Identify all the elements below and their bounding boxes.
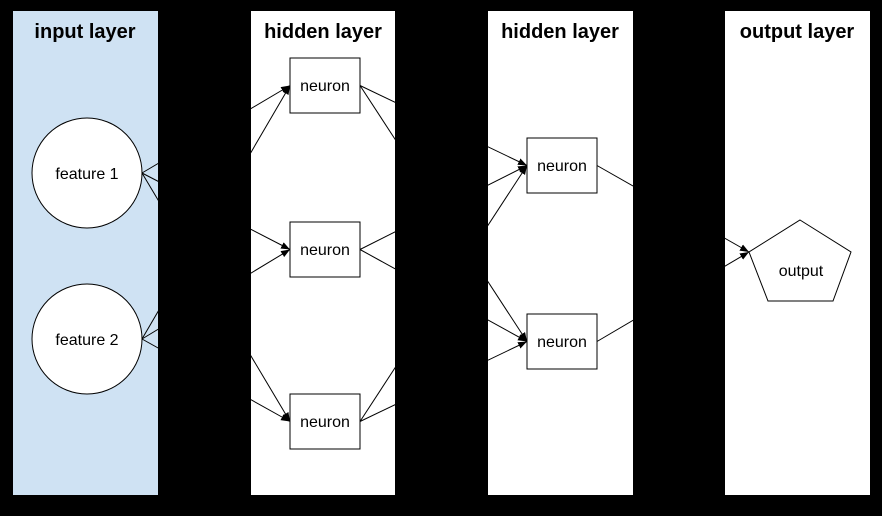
feature2-label: feature 2 (55, 332, 118, 349)
panel-input-layer (13, 11, 158, 495)
edge-feature1-h1n2 (141, 172, 291, 250)
node-h2n2: neuron (526, 313, 598, 370)
feature1-label: feature 1 (55, 166, 118, 183)
edge-h1n3-h2n1 (359, 165, 528, 422)
output-label: output (779, 263, 824, 280)
node-h1n1: neuron (289, 57, 361, 114)
h2n1-rect (526, 137, 598, 194)
edge-h1n2-h2n1 (359, 165, 528, 250)
node-h1n3: neuron (289, 393, 361, 450)
edge-feature2-h1n3 (141, 338, 291, 422)
h1n3-label: neuron (300, 414, 350, 431)
node-feature1: feature 1 (31, 117, 143, 229)
feature1-circle (31, 117, 143, 229)
h2n1-label: neuron (537, 158, 587, 175)
h1n1-label: neuron (300, 78, 350, 95)
input-layer-title: input layer (34, 21, 135, 43)
edge-h1n1-h2n1 (359, 85, 528, 166)
feature2-circle (31, 283, 143, 395)
h1n1-rect (289, 57, 361, 114)
edge-h1n1-h2n2 (359, 85, 528, 342)
output-layer-title: output layer (740, 21, 855, 43)
h1n2-label: neuron (300, 242, 350, 259)
edge-h1n3-h2n2 (359, 341, 528, 422)
node-h2n1: neuron (526, 137, 598, 194)
edge-feature1-h1n1 (141, 85, 291, 174)
edge-h2n1-output (596, 165, 750, 253)
h2n2-label: neuron (537, 334, 587, 351)
edges (141, 85, 750, 422)
output-pentagon (748, 219, 852, 302)
h1n3-rect (289, 393, 361, 450)
node-output: output (748, 219, 852, 302)
edge-feature2-h1n2 (141, 249, 291, 340)
panel-hidden-layer-2 (488, 11, 633, 495)
node-feature2: feature 2 (31, 283, 143, 395)
hidden-layer-2-title: hidden layer (501, 21, 619, 43)
edge-feature1-h1n3 (141, 172, 291, 422)
hidden-layer-1-title: hidden layer (264, 21, 382, 43)
edge-feature2-h1n1 (141, 85, 291, 340)
edge-h2n2-output (596, 251, 750, 342)
edge-h1n2-h2n2 (359, 249, 528, 342)
node-h1n2: neuron (289, 221, 361, 278)
h2n2-rect (526, 313, 598, 370)
h1n2-rect (289, 221, 361, 278)
